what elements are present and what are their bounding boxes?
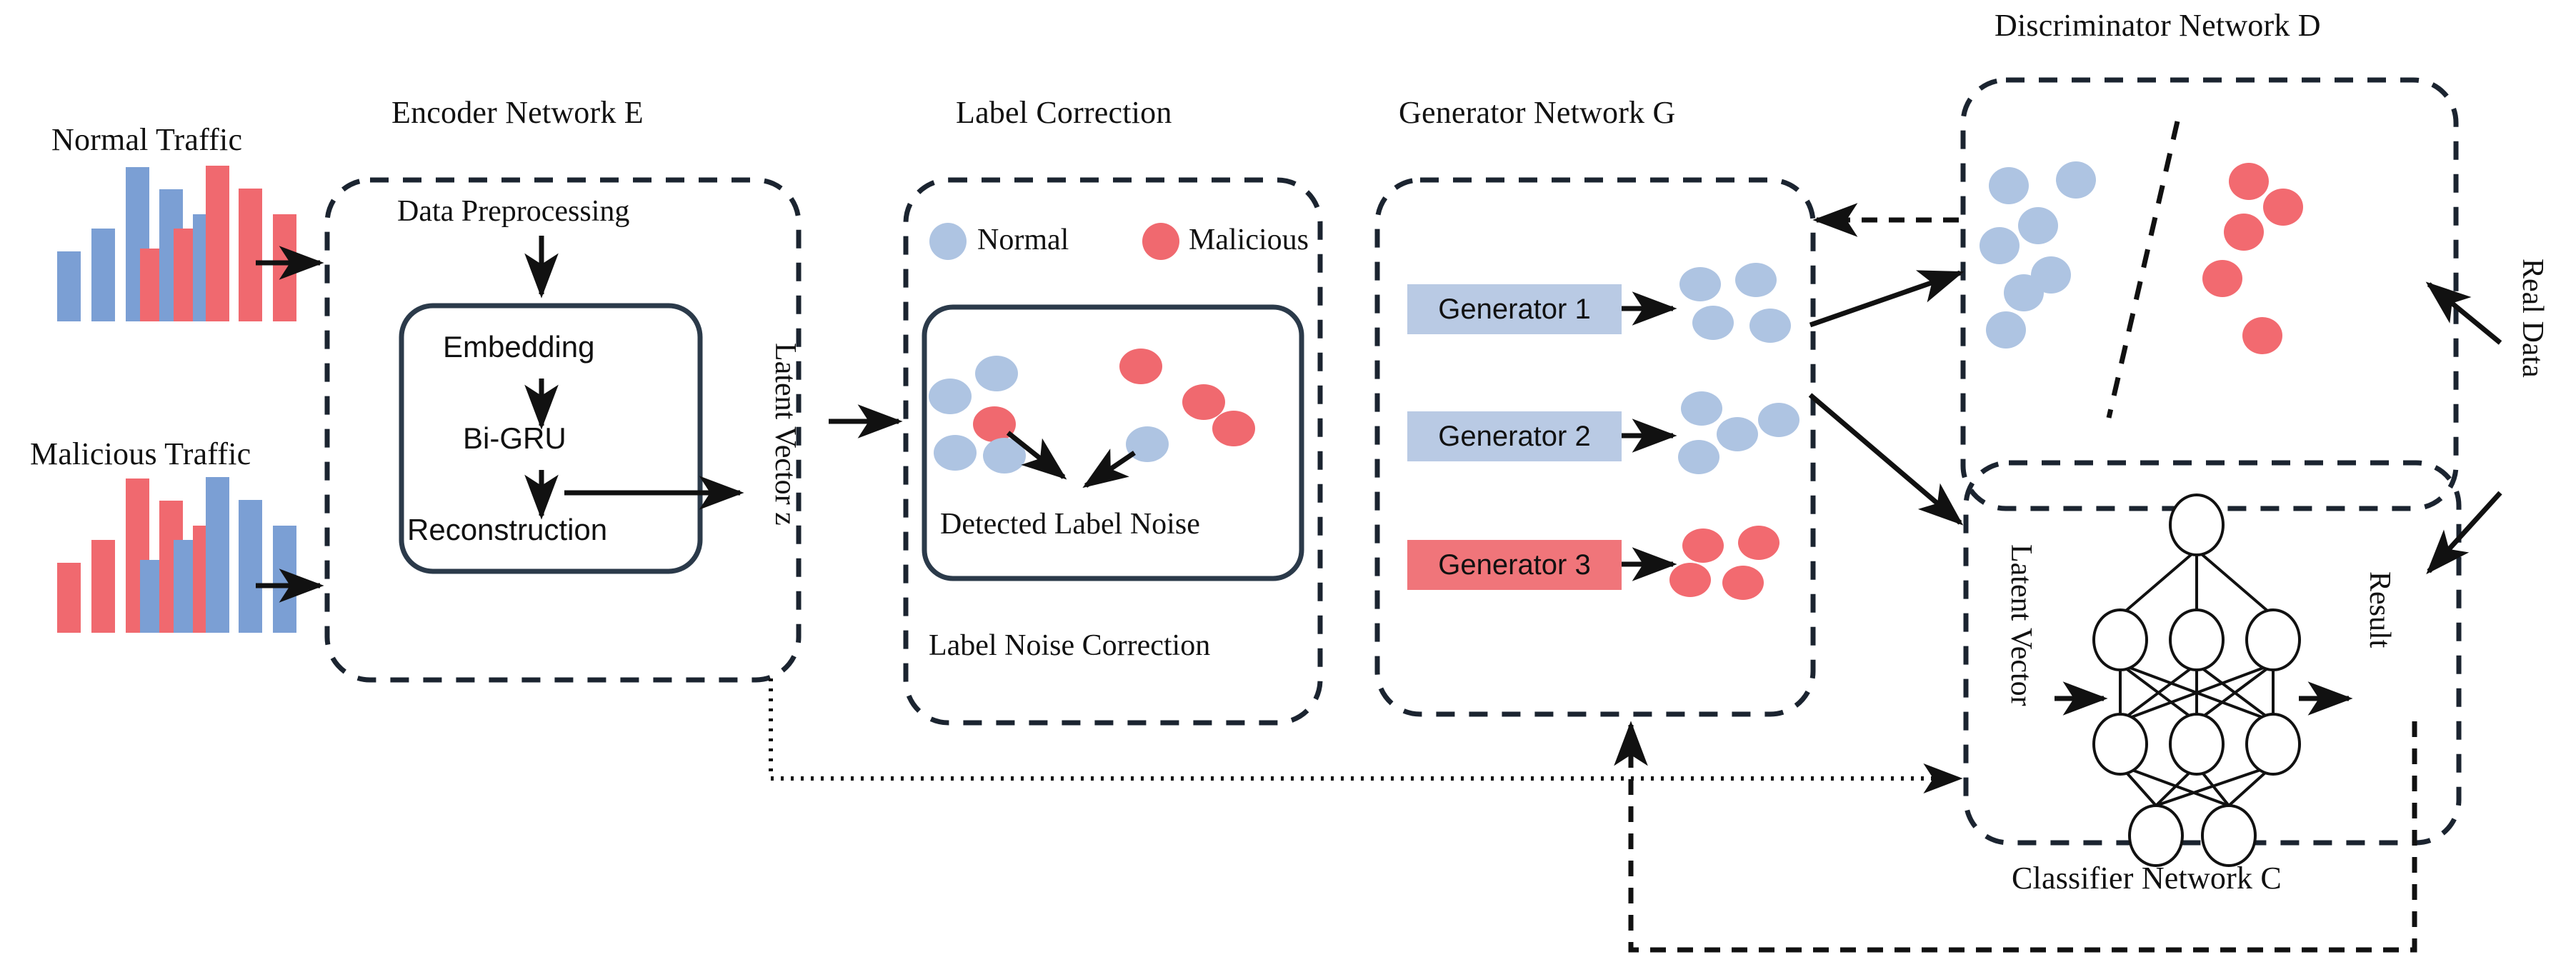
legend-label-normal: Normal — [977, 224, 1069, 256]
label-noise-correction-footer: Label Noise Correction — [929, 629, 1211, 662]
label-malicious-traffic: Malicious Traffic — [30, 436, 251, 471]
title-encoder-network: Encoder Network E — [391, 95, 644, 130]
label-embedding: Embedding — [443, 330, 595, 364]
label-data-preprocessing: Data Preprocessing — [397, 195, 630, 228]
generator-3-button[interactable]: Generator 3 — [1407, 540, 1622, 590]
label-normal-traffic: Normal Traffic — [51, 122, 243, 157]
generator-1-label: Generator 1 — [1438, 293, 1591, 325]
arrow-real-data-to-discriminator — [2425, 281, 2502, 345]
discriminator-normal-dots — [1980, 161, 2096, 349]
label-classifier-latent-vector: Latent Vector — [2005, 544, 2037, 706]
classifier-neural-network — [2092, 493, 2301, 867]
title-discriminator-network: Discriminator Network D — [1995, 8, 2321, 43]
classifier-box — [1963, 460, 2462, 846]
legend-dot-malicious — [1142, 223, 1179, 260]
generator-3-dots — [1669, 526, 1779, 600]
label-detected-label-noise: Detected Label Noise — [940, 508, 1200, 541]
generator-2-dots — [1678, 391, 1799, 474]
arrow-generator-to-discriminator — [1809, 270, 1965, 328]
dotted-latent-to-classifier — [769, 678, 1963, 794]
label-bi-gru: Bi-GRU — [463, 421, 566, 455]
label-latent-vector-z: Latent Vector z — [769, 343, 802, 526]
label-correction-box — [903, 177, 1323, 726]
generator-1-button[interactable]: Generator 1 — [1407, 284, 1622, 334]
arrow-noise-correct-1 — [1006, 431, 1067, 480]
generator-3-label: Generator 3 — [1438, 548, 1591, 581]
encoder-inner-box — [399, 303, 703, 574]
label-classifier-result: Result — [2363, 571, 2396, 648]
label-noise-scatter — [929, 349, 1255, 474]
malicious-traffic-bars — [57, 477, 296, 633]
discriminator-decision-boundary — [2106, 121, 2180, 419]
generator-2-button[interactable]: Generator 2 — [1407, 411, 1622, 461]
normal-traffic-bars — [57, 166, 296, 321]
arrow-generator-to-classifier — [1808, 393, 1964, 526]
legend-label-malicious: Malicious — [1189, 224, 1309, 256]
generator-2-label: Generator 2 — [1438, 420, 1591, 452]
title-classifier-network: Classifier Network C — [2012, 861, 2282, 896]
title-label-correction: Label Correction — [956, 95, 1172, 130]
detected-label-noise-box — [922, 304, 1304, 581]
encoder-box — [324, 177, 802, 683]
arrow-real-data-to-classifier — [2426, 491, 2502, 575]
generator-box — [1374, 177, 1816, 717]
label-real-data: Real Data — [2516, 259, 2549, 378]
label-reconstruction: Reconstruction — [407, 513, 608, 546]
discriminator-malicious-dots — [2202, 163, 2303, 354]
generator-1-dots — [1679, 263, 1791, 343]
arrow-noise-correct-2 — [1082, 449, 1136, 488]
title-generator-network: Generator Network G — [1399, 95, 1676, 130]
legend-dot-normal — [929, 223, 967, 260]
feedback-result-to-generator — [1614, 721, 2417, 953]
